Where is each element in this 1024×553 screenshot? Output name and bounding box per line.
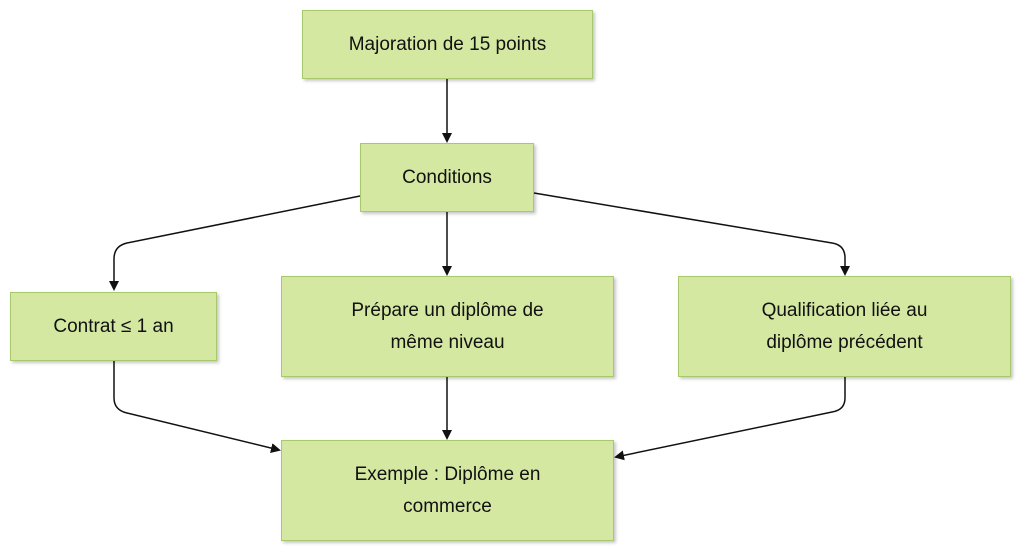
edge-conditions-to-contract	[109, 195, 361, 291]
node-same-level: Prépare un diplôme de même niveau	[281, 276, 614, 377]
node-example-line-1: Exemple : Diplôme en	[354, 463, 541, 485]
node-conditions-label: Conditions	[402, 166, 492, 188]
node-majoration: Majoration de 15 points	[302, 10, 593, 79]
node-example-line-2: commerce	[403, 495, 492, 517]
node-qualification-line-2: diplôme précédent	[766, 331, 923, 353]
node-same-level-line-2: même niveau	[390, 331, 505, 353]
node-same-level-line-1: Prépare un diplôme de	[351, 299, 544, 321]
node-contract: Contrat ≤ 1 an	[10, 292, 217, 361]
node-contract-label: Contrat ≤ 1 an	[53, 315, 174, 337]
node-qualification-line-1: Qualification liée au	[761, 299, 928, 321]
edge-conditions-to-qualification	[533, 192, 850, 276]
node-qualification: Qualification liée au diplôme précédent	[678, 276, 1011, 377]
node-conditions: Conditions	[360, 143, 534, 212]
edge-qualification-to-example	[614, 377, 846, 461]
node-example: Exemple : Diplôme en commerce	[281, 440, 614, 541]
edge-contract-to-example	[113, 361, 281, 453]
node-majoration-label: Majoration de 15 points	[348, 33, 547, 55]
